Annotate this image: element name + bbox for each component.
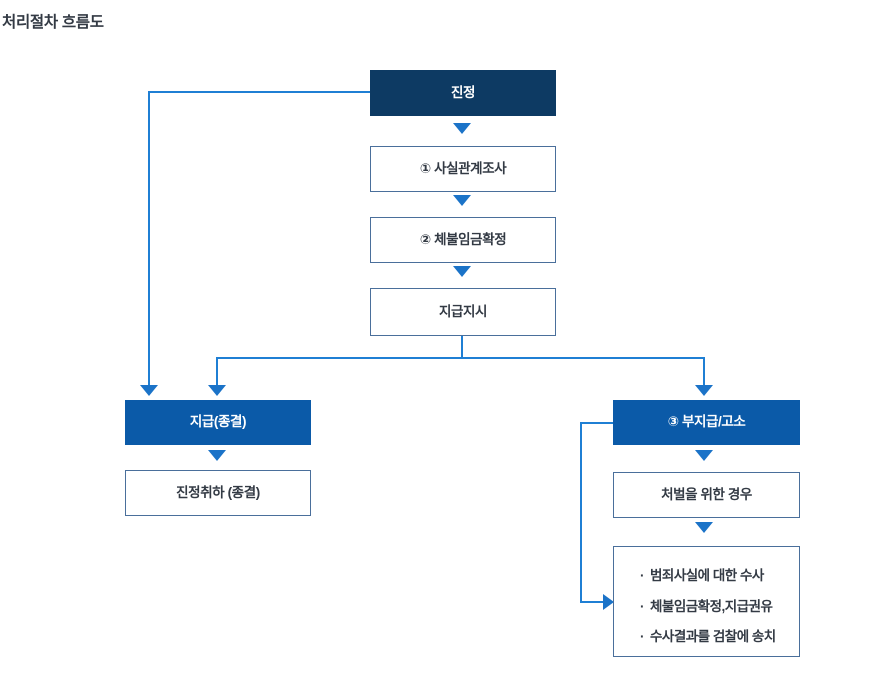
- arrowhead-split-to-nonpayment: [695, 385, 713, 396]
- arrowhead-punishment-to-investigation: [695, 522, 713, 533]
- node-payment-order[interactable]: 지급지시: [370, 288, 556, 336]
- node-investigation-list[interactable]: · 범죄사실에 대한 수사 · 체불임금확정,지급권유 · 수사결과를 검찰에 송치: [613, 546, 800, 657]
- edge-complaint-to-payment-vertical: [148, 91, 150, 385]
- arrowhead-wage-confirm-to-payment-order: [453, 266, 471, 277]
- node-withdraw-closed[interactable]: 진정취하 (종결): [125, 470, 311, 516]
- edge-split-left-drop: [216, 357, 218, 385]
- bullet-icon: ·: [640, 598, 645, 614]
- bullet-icon: ·: [640, 568, 645, 583]
- arrowhead-payment-closed-to-withdraw: [208, 450, 226, 461]
- node-punishment-case[interactable]: 처벌을 위한 경우: [613, 472, 800, 518]
- edge-nonpayment-bypass-top: [580, 422, 615, 424]
- edge-complaint-to-payment-horizontal: [148, 91, 372, 93]
- arrowhead-complaint-to-fact-survey: [453, 123, 471, 134]
- list-item-label: 체불임금확정,지급권유: [650, 598, 773, 614]
- list-item-label: 수사결과를 검찰에 송치: [650, 629, 776, 644]
- list-item: · 체불임금확정,지급권유: [640, 598, 799, 614]
- edge-nonpayment-bypass-bottom: [580, 601, 604, 603]
- node-wage-confirm[interactable]: ② 체불임금확정: [370, 217, 556, 263]
- edge-split-bus: [216, 357, 704, 359]
- list-item-label: 범죄사실에 대한 수사: [650, 568, 764, 583]
- node-complaint[interactable]: 진정: [370, 70, 556, 116]
- arrowhead-fact-survey-to-wage-confirm: [453, 195, 471, 206]
- edge-payment-order-stem: [461, 336, 463, 359]
- node-payment-closed[interactable]: 지급(종결): [125, 400, 311, 445]
- list-item: · 수사결과를 검찰에 송치: [640, 630, 799, 644]
- node-nonpayment[interactable]: ③ 부지급/고소: [613, 400, 800, 445]
- node-fact-survey[interactable]: ① 사실관계조사: [370, 146, 556, 192]
- edge-split-right-drop: [703, 357, 705, 385]
- arrowhead-split-to-payment-closed: [208, 385, 226, 396]
- edge-nonpayment-bypass-vertical: [580, 422, 582, 602]
- arrowhead-nonpayment-to-investigation: [603, 594, 614, 610]
- arrowhead-complaint-to-payment: [140, 385, 158, 396]
- arrowhead-nonpayment-to-punishment: [695, 450, 713, 461]
- page-title: 처리절차 흐름도: [2, 14, 104, 31]
- bullet-icon: ·: [640, 629, 645, 644]
- list-item: · 범죄사실에 대한 수사: [640, 569, 799, 583]
